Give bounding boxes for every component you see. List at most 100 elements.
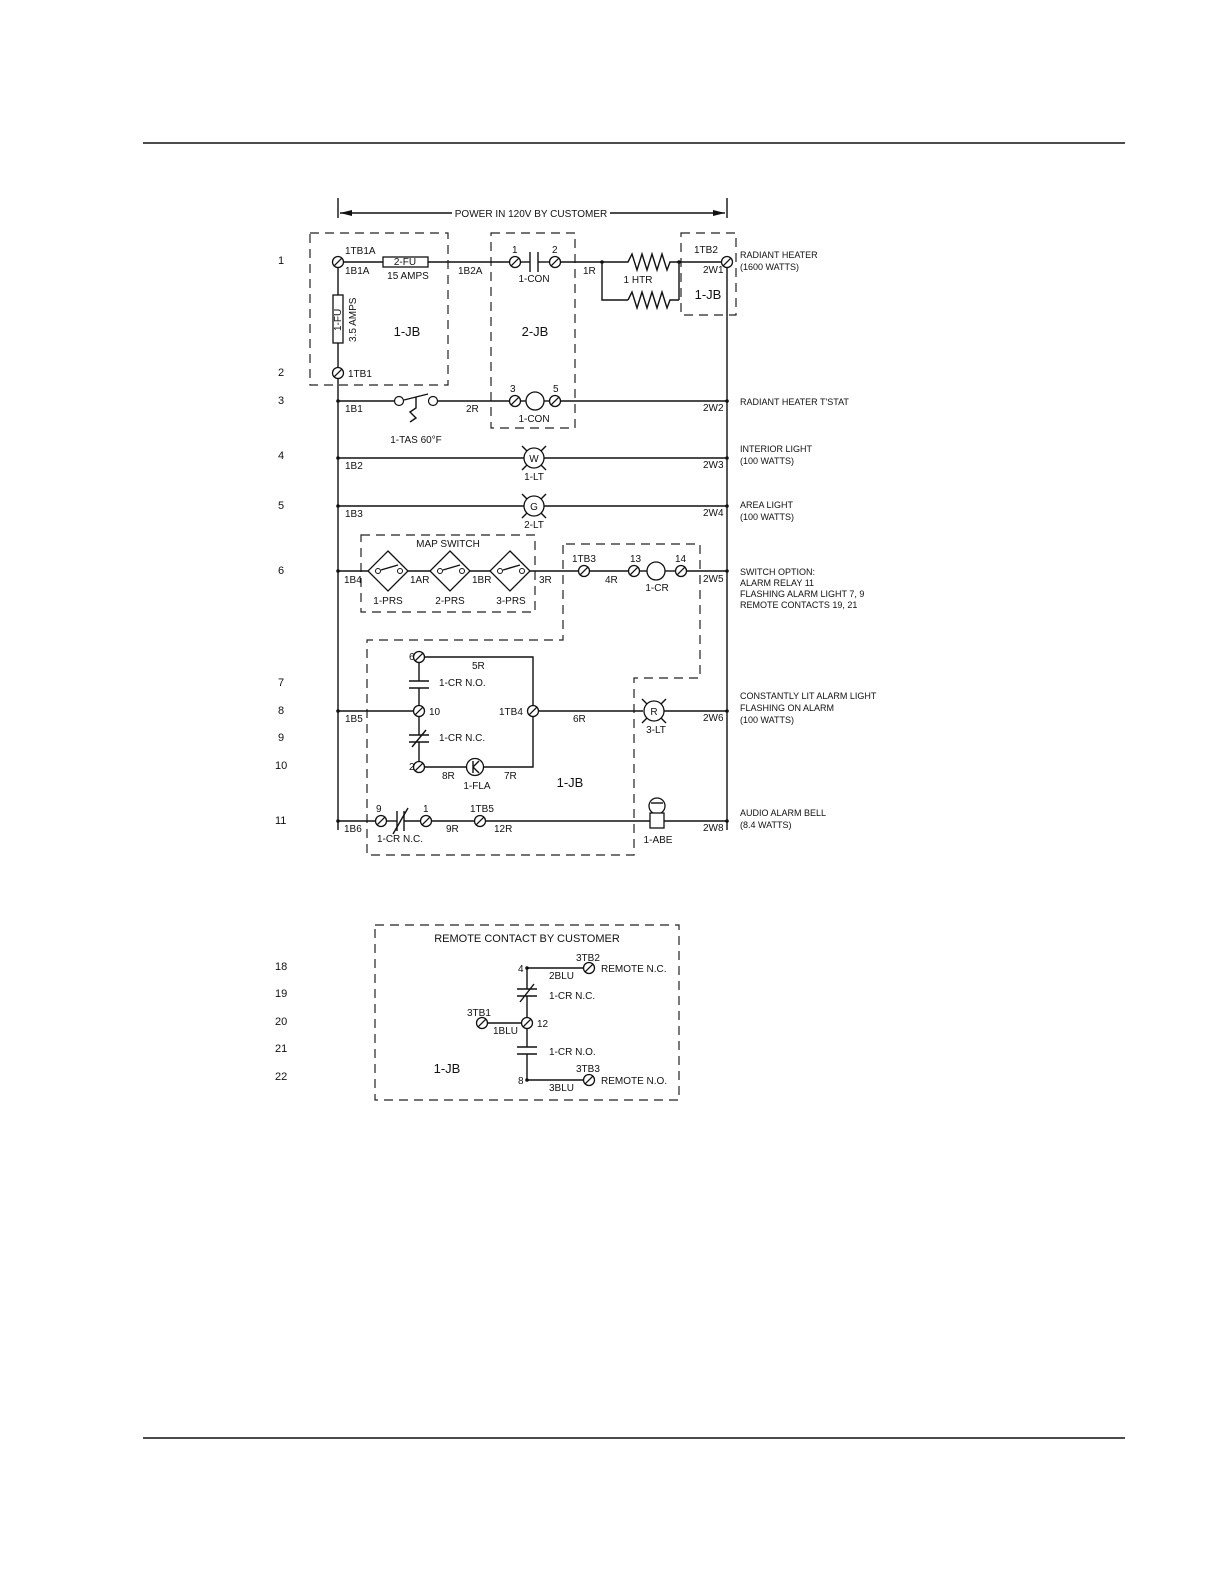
lamp-icon: W	[521, 445, 547, 471]
row-number: 3	[278, 395, 284, 407]
switch-label: 2-PRS	[435, 596, 465, 607]
contact-label: 1-CR N.O.	[549, 1047, 596, 1058]
wire-label: 1BR	[472, 575, 491, 586]
fuse-label: 2-FU	[394, 257, 416, 268]
row-number: 5	[278, 500, 284, 512]
row-6-map-switch: MAP SWITCH 1B4 1AR 1BR 1-PRS 2-PRS 3-PRS…	[336, 539, 729, 607]
row-number: 20	[275, 1016, 287, 1028]
row-number: 7	[278, 677, 284, 689]
lamp-letter: W	[529, 454, 539, 465]
wire-label: 3BLU	[549, 1083, 574, 1094]
box-label: 1-JB	[695, 287, 722, 302]
contactor-label: 1-CON	[518, 274, 549, 285]
heater-label: 1 HTR	[624, 275, 653, 286]
wire-label: 3R	[539, 575, 552, 586]
wire-label: 8R	[442, 771, 455, 782]
lamp-letter: G	[530, 502, 538, 513]
terminal-label: 1TB1	[348, 369, 372, 380]
row-number: 18	[275, 961, 287, 973]
wire-label: 1R	[583, 266, 596, 277]
lamp-icon: G	[521, 493, 547, 519]
terminal-label: 3	[510, 384, 516, 395]
terminal-label: 2	[409, 762, 415, 773]
lamp-label: 1-LT	[524, 472, 544, 483]
terminal-label: 8	[518, 1076, 524, 1087]
fuse-1-fu-group: 1-FU 3.5 AMPS 1-JB 2-JB 1TB1	[331, 294, 548, 380]
wire-label: 9R	[446, 824, 459, 835]
load-description: AREA LIGHT	[740, 500, 794, 510]
terminal-label: 1TB4	[499, 707, 523, 718]
load-description: FLASHING ALARM LIGHT 7, 9	[740, 589, 864, 599]
bell-label: 1-ABE	[644, 835, 673, 846]
lamp-letter: R	[650, 707, 657, 718]
switch-label: 1-PRS	[373, 596, 403, 607]
wire-label: 1B4	[344, 575, 362, 586]
terminal-label: 1TB5	[470, 804, 494, 815]
map-switch-label: MAP SWITCH	[416, 539, 480, 550]
enclosures	[309, 232, 737, 1101]
relay-label: 1-CR	[645, 583, 668, 594]
load-description: INTERIOR LIGHT	[740, 444, 813, 454]
terminal-label: 3TB2	[576, 953, 600, 964]
wire-label: 1B1	[345, 404, 363, 415]
wire-label: 1B3	[345, 509, 363, 520]
wire-label: 4R	[605, 575, 618, 586]
row-number: 2	[278, 367, 284, 379]
pressure-switch-icon	[367, 550, 409, 592]
remote-contact-label: REMOTE N.O.	[601, 1076, 667, 1087]
terminal-label: 1TB3	[572, 554, 596, 565]
wire-label: 1B5	[345, 714, 363, 725]
row-number: 22	[275, 1071, 287, 1083]
pressure-switch-icon	[429, 550, 471, 592]
wire-label: 1B2	[345, 461, 363, 472]
contact-label: 1-CR N.C.	[377, 834, 423, 845]
relay-coil	[646, 561, 666, 581]
load-descriptions: RADIANT HEATER (1600 WATTS) RADIANT HEAT…	[740, 250, 877, 830]
contact-label: 1-CR N.C.	[549, 991, 595, 1002]
load-description: (100 WATTS)	[740, 456, 794, 466]
contact-label: 1-CR N.C.	[439, 733, 485, 744]
box-label: 1-JB	[394, 324, 421, 339]
row-number: 9	[278, 732, 284, 744]
wire-label: 2W1	[703, 265, 724, 276]
fuse-rating: 3.5 AMPS	[348, 297, 359, 342]
box-label: 1-JB	[557, 775, 584, 790]
heater-element	[602, 251, 679, 273]
fuse-rating: 15 AMPS	[387, 271, 429, 282]
fuse-label: 1-FU	[333, 309, 344, 331]
wire-label: 5R	[472, 661, 485, 672]
wire-label: 2W5	[703, 574, 724, 585]
power-dimension: POWER IN 120V BY CUSTOMER	[337, 198, 728, 220]
row-number: 1	[278, 255, 284, 267]
row-4-interior-light: 1B2 W 1-LT 2W3	[336, 445, 729, 483]
wire-label: 2W4	[703, 508, 724, 519]
load-description: CONSTANTLY LIT ALARM LIGHT	[740, 691, 877, 701]
remote-contact-box: REMOTE CONTACT BY CUSTOMER 3TB2 4 2BLU R…	[434, 933, 667, 1094]
wire-label: 2W3	[703, 460, 724, 471]
load-description: (100 WATTS)	[740, 715, 794, 725]
wire-label: 1B6	[344, 824, 362, 835]
thermostat-label: 1-TAS 60°F	[390, 435, 442, 446]
wire-label: 1B2A	[458, 266, 483, 277]
contact-label: 1-CR N.O.	[439, 678, 486, 689]
row-number: 11	[275, 815, 286, 827]
row-number: 10	[275, 760, 287, 772]
load-description: (100 WATTS)	[740, 512, 794, 522]
alarm-bell-icon	[648, 797, 666, 829]
wire-label: 7R	[504, 771, 517, 782]
rows-7-10-alarm-light: 6 5R 1-CR N.O. 1B5 10 1-CR N.C. 2 8R 1-F…	[336, 650, 729, 792]
box-label: 1-JB	[434, 1061, 461, 1076]
row-1-heater-circuit: 1TB1A 1B1A 2-FU 15 AMPS 1B2A 1 2 1-CON 1…	[331, 245, 734, 311]
flasher-label: 1-FLA	[463, 781, 491, 792]
row-11-alarm-bell: 1B6 9 1 1-CR N.C. 9R 1TB5 12R 1-ABE 2W8	[336, 797, 729, 846]
row-number: 21	[275, 1043, 287, 1055]
terminal-label: 1	[423, 804, 429, 815]
row-number: 8	[278, 705, 284, 717]
row-5-area-light: 1B3 G 2-LT 2W4	[336, 493, 729, 531]
terminal-label: 1TB1A	[345, 246, 376, 257]
wire-label: 1BLU	[493, 1026, 518, 1037]
load-description: (8.4 WATTS)	[740, 820, 792, 830]
wire-label: 12R	[494, 824, 512, 835]
terminal-label: 3TB1	[467, 1008, 491, 1019]
load-description: (1600 WATTS)	[740, 262, 799, 272]
